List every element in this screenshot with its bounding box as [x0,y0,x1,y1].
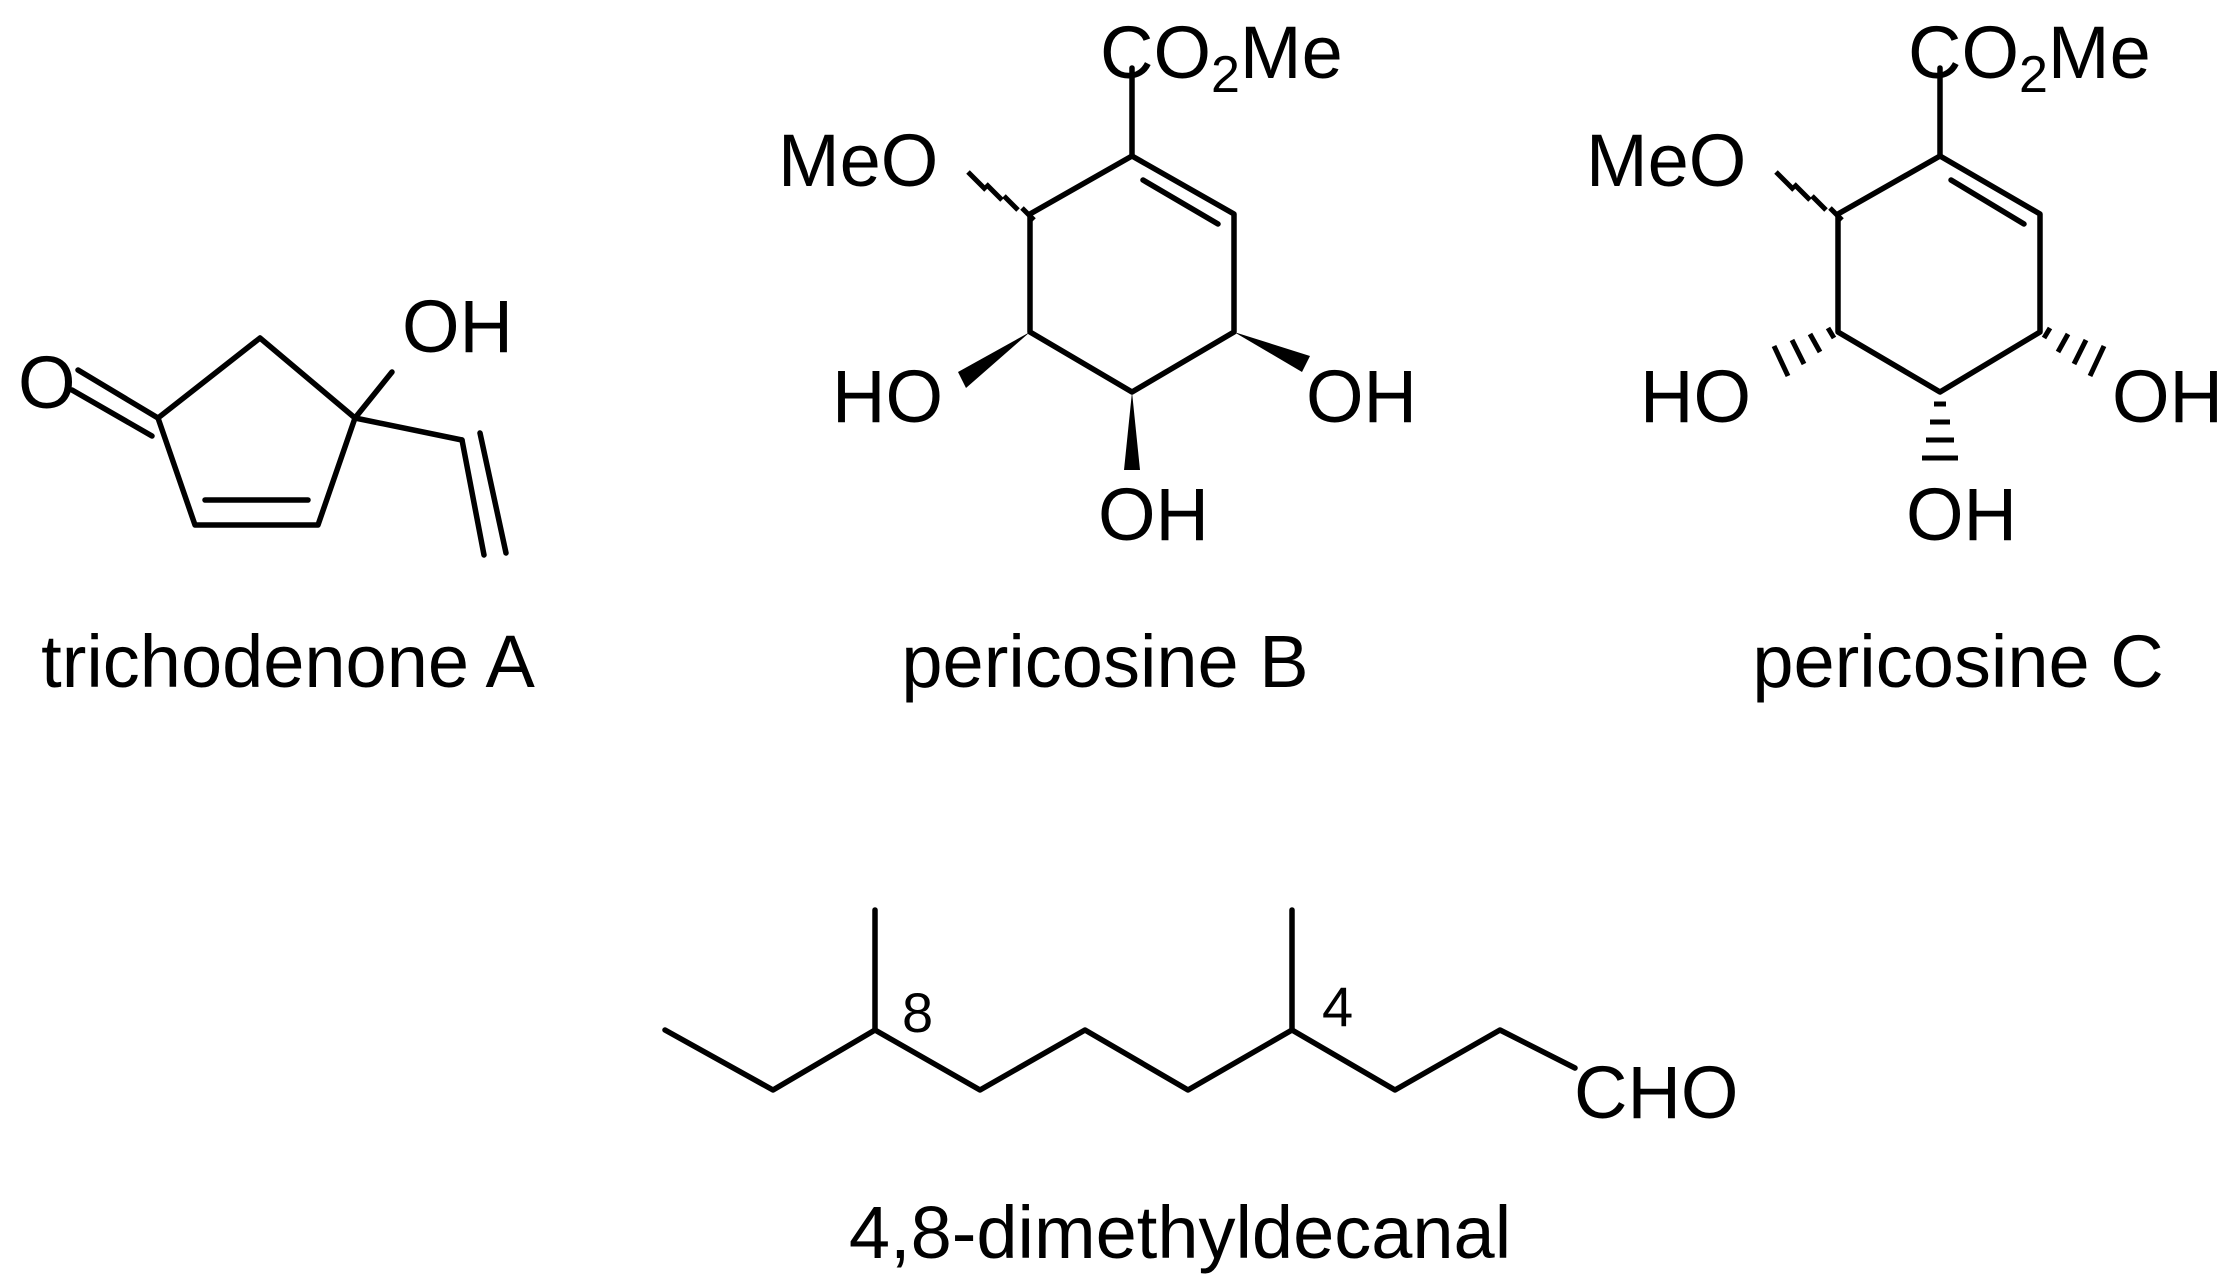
ketone-oxygen-label: O [18,341,76,424]
methoxy-hash-c [1774,170,1844,222]
dimethyldecanal-structure: 8 4 CHO 4,8-dimethyldecanal [662,907,1738,1274]
wedge-oh-bottom-b [1124,392,1140,470]
ring-double-bond-inner-b [1140,177,1221,227]
oh-bottom-label-c: OH [1906,473,2017,556]
compound-name-pericosine-b: pericosine B [901,620,1308,703]
wedge-oh-right-b [1234,332,1310,372]
trichodenone-a-structure: O OH trichodenone A [18,285,536,703]
wedge-oh-left-b [958,332,1030,388]
c-oh-bond [352,369,395,421]
carbon-chain [662,1027,1578,1093]
methoxy-label-c: MeO [1586,119,1746,202]
oh-right-label-c: OH [2112,355,2223,438]
cyclohexene-ring-c [1835,153,2043,395]
compound-name-pericosine-c: pericosine C [1752,620,2163,703]
oh-bottom-label-b: OH [1098,473,1209,556]
compound-name-trichodenone-a: trichodenone A [41,620,535,703]
ketone-co-bond-2 [69,387,155,439]
locant-8-label: 8 [902,981,933,1044]
hydroxyl-label: OH [402,285,513,368]
vinyl-double-bond-b [477,430,509,556]
pericosine-c-structure: CO2Me MeO HO OH OH pericosine C [1586,11,2223,703]
vinyl-bond-1 [352,415,465,443]
methoxy-label-b: MeO [778,119,938,202]
oh-right-label-b: OH [1306,355,1417,438]
ring-double-bond-inner-c [1948,177,2027,227]
oh-left-label-c: HO [1640,355,1751,438]
hash-oh-right-c [2041,326,2107,378]
ester-label-b: CO2Me [1100,11,1343,104]
hash-oh-left-c [1771,326,1837,378]
vinyl-double-bond-a [459,437,487,558]
compound-name-dimethyldecanal: 4,8-dimethyldecanal [849,1191,1511,1274]
aldehyde-label: CHO [1574,1051,1738,1134]
oh-left-label-b: HO [832,355,943,438]
cyclohexene-ring-b [1027,153,1237,395]
ketone-co-bond-1 [75,367,161,421]
pericosine-b-structure: CO2Me MeO HO OH OH pericosine B [778,11,1417,703]
methoxy-hash-b [966,170,1036,222]
ester-label-c: CO2Me [1908,11,2151,104]
cyclopentenone-ring [155,335,358,528]
locant-4-label: 4 [1322,975,1353,1038]
hash-oh-bottom-c [1922,401,1958,461]
